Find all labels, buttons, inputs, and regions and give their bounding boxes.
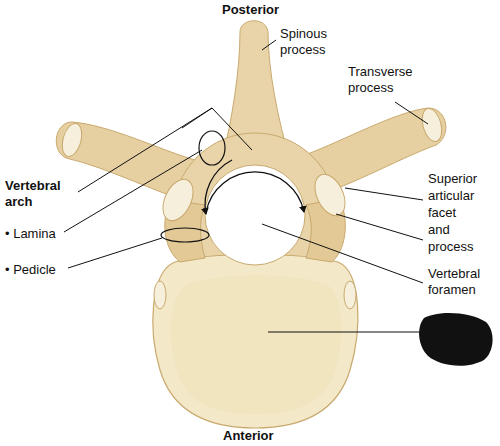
part-label: Spinous process: [280, 26, 327, 58]
part-label: Transverse process: [348, 64, 413, 96]
part-label: Vertebral foramen: [428, 266, 480, 298]
part-label: • Pedicle: [5, 262, 56, 278]
part-label: • Lamina: [5, 226, 56, 242]
group-label: Vertebral arch: [5, 178, 61, 210]
orientation-label: Posterior: [222, 2, 279, 18]
orientation-label: Anterior: [223, 428, 274, 444]
part-label: Superior articular facet and process: [428, 170, 477, 255]
